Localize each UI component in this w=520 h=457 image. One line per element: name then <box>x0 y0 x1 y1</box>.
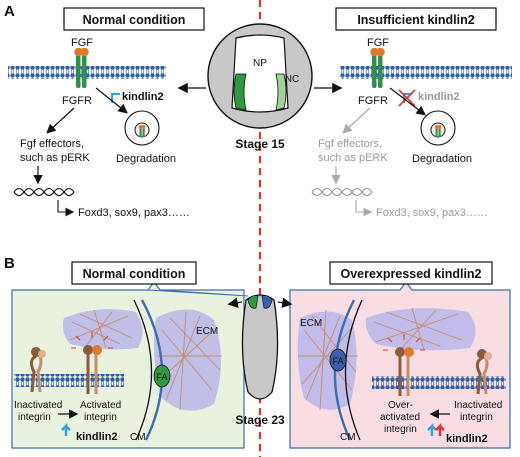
degradation-label-left: Degradation <box>116 153 176 165</box>
arrow-to-degradation-left <box>95 87 128 114</box>
fgf-label-right: FGF <box>367 37 389 49</box>
inactivated-line1-right: Inactivated <box>454 400 502 411</box>
degradation-vesicle-left <box>124 110 160 146</box>
transcription-arrow-left <box>57 200 75 217</box>
fgfr-label-right: FGFR <box>358 95 388 107</box>
inactivated-line2-left: integrin <box>18 412 51 423</box>
kindlin2-crossed-inhibition <box>398 89 416 107</box>
panel-a-right-title: Insufficient kindlin2 <box>357 13 474 27</box>
panel-b-left-title: Normal condition <box>83 267 186 281</box>
overactivated-line1: Over- <box>388 400 413 411</box>
panel-b-letter: B <box>4 255 15 272</box>
dna-strand-2-left <box>13 187 75 197</box>
kindlin2-label-right: kindlin2 <box>418 91 460 103</box>
effectors-line2-right: such as pERK <box>318 152 388 164</box>
panel-a-left-title-box <box>63 7 205 31</box>
fgfr-label-left: FGFR <box>62 95 92 107</box>
genes-label-right: Foxd3, sox9, pax3…… <box>376 207 488 219</box>
stage23-embryo <box>241 294 279 400</box>
cell-membrane-thin-left <box>133 299 153 441</box>
nc-label: NC <box>285 74 299 85</box>
effectors-line1-right: Fgf effectors, <box>318 138 382 150</box>
membrane-left-a <box>8 66 166 79</box>
cell-membrane-thin-right <box>344 299 363 441</box>
inactivated-line2-right: integrin <box>460 412 493 423</box>
purple-cell-left <box>62 309 143 350</box>
integrin-membrane-left <box>14 374 124 387</box>
focal-adhesion-left <box>153 364 171 388</box>
genes-label-left: Foxd3, sox9, pax3…… <box>78 207 190 219</box>
integrin-membrane-right <box>372 376 506 389</box>
arrow-to-degradation-right <box>389 87 426 116</box>
kindlin2-inhibition-left <box>110 92 120 103</box>
effectors-line1-left: Fgf effectors, <box>20 138 84 150</box>
np-label: NP <box>253 58 267 69</box>
effectors-line2-left: such as pERK <box>20 152 90 164</box>
fgfr-receptor-right <box>370 47 385 88</box>
ecm-label-left: ECM <box>196 326 218 337</box>
overactivated-integrin-right <box>383 334 425 396</box>
panel-b-right-title: Overexpressed kindlin2 <box>340 267 481 281</box>
ecm-cell-right <box>297 309 358 411</box>
panel-a-right-title-box <box>335 7 497 31</box>
stage15-label: Stage 15 <box>235 137 285 151</box>
inactivated-line1-left: Inactivated <box>14 400 62 411</box>
cm-label-left: CM <box>130 432 146 443</box>
kindlin2-label-b-right: kindlin2 <box>446 433 488 445</box>
purple-cell-right <box>365 307 476 351</box>
ecm-label-right: ECM <box>300 318 322 329</box>
dna-strand-2-right <box>311 187 373 197</box>
activated-line2: integrin <box>84 412 117 423</box>
transcription-arrow-right <box>355 200 373 217</box>
arrow-embryo-right-b <box>277 297 293 308</box>
kindlin2-label-left: kindlin2 <box>122 91 164 103</box>
fgf-label-left: FGF <box>71 37 93 49</box>
panel-b-left-title-box <box>71 261 197 285</box>
fgfr-receptor-left <box>74 47 89 88</box>
activated-integrin-left <box>71 332 113 394</box>
fa-label-right: FA <box>332 356 343 366</box>
panel-b-right-title-box <box>329 261 493 285</box>
inactivated-integrin-left <box>29 347 46 393</box>
degradation-label-right: Degradation <box>412 153 472 165</box>
activated-line1: Activated <box>80 400 121 411</box>
arrow-to-effectors-right <box>342 107 371 134</box>
kindlin2-label-b-left: kindlin2 <box>76 431 118 443</box>
arrow-to-effectors-left <box>46 107 75 134</box>
kindlin2-up-arrow-left <box>61 422 71 436</box>
panel-a-left-title: Normal condition <box>83 13 186 27</box>
kindlin2-up-arrow-red-right <box>435 422 445 436</box>
overactivated-line2: activated <box>380 412 420 423</box>
arrow-embryo-left-b <box>227 297 243 308</box>
stage23-label: Stage 23 <box>235 413 285 427</box>
fa-label-left: FA <box>156 372 167 382</box>
callout-pointer-left <box>147 289 249 297</box>
degradation-vesicle-right <box>420 110 456 146</box>
ecm-cell-left <box>154 309 222 411</box>
focal-adhesion-right <box>329 348 347 372</box>
inactivated-integrin-right <box>475 349 492 395</box>
stage15-embryo <box>207 23 313 129</box>
membrane-right-a <box>340 66 512 79</box>
overactivated-line3: integrin <box>384 424 417 435</box>
panel-a-letter: A <box>4 3 15 20</box>
cm-label-right: CM <box>340 432 356 443</box>
